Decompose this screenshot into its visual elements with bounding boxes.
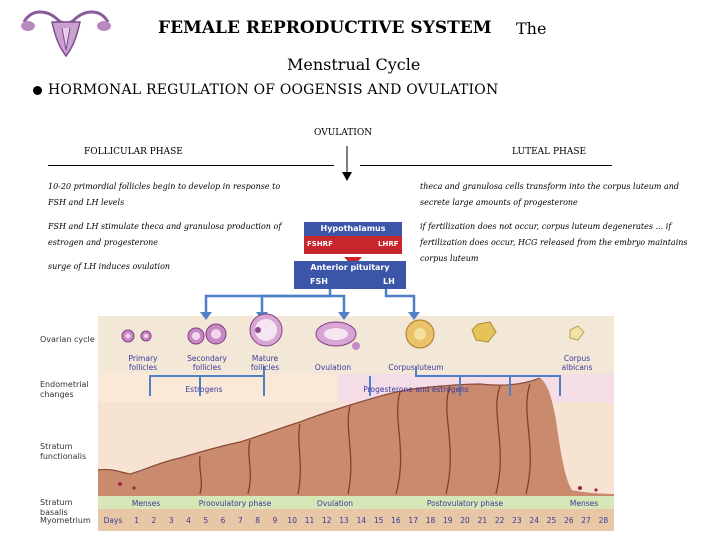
fshrf-label: FSHRF [307, 240, 333, 248]
follicular-phase-label: FOLLICULAR PHASE [84, 147, 183, 157]
endometrial-changes-label: Endometrial changes [40, 380, 89, 399]
day-number: 21 [477, 516, 488, 525]
follicle-illustrations [121, 313, 585, 350]
page-title-suffix: The [516, 19, 547, 38]
gonadotropin-box [294, 275, 406, 289]
luteal-phase-label: LUTEAL PHASE [512, 147, 587, 157]
stratum-functionalis-label: Stratum functionalis [40, 442, 87, 461]
note-fertilization: if fertilization does not occur, corpus … [420, 222, 688, 263]
myometrium-label: Myometrium [40, 516, 91, 525]
page-title-line2: Menstrual Cycle [287, 55, 421, 74]
anterior-pituitary-box: Anterior pituitary [294, 261, 406, 275]
stage-secondary-follicles: Secondary follicles [187, 354, 227, 372]
day-number: 25 [546, 516, 557, 525]
day-number: 9 [272, 516, 278, 525]
basal-phase-ovulation: Ovulation [316, 499, 354, 508]
day-number: 14 [356, 516, 367, 525]
day-number: 11 [304, 516, 315, 525]
day-number: 22 [494, 516, 505, 525]
hypothalamus-box: Hypothalamus [304, 222, 402, 236]
stage-mature-follicles: Mature follicles [250, 354, 280, 372]
day-number: 17 [408, 516, 418, 525]
lh-label: LH [383, 277, 395, 286]
day-number: 12 [322, 516, 332, 525]
fsh-label: FSH [310, 277, 328, 286]
day-number: 27 [581, 516, 591, 525]
day-number: 8 [255, 516, 261, 525]
note-follicle-development: 10-20 primordial follicles begin to deve… [48, 182, 281, 207]
follicular-divider [48, 165, 334, 166]
day-number: 16 [391, 516, 401, 525]
myometrium-band [98, 509, 614, 531]
stage-corpus-albicans: Corpus albicans [561, 354, 593, 372]
day-number: 19 [443, 516, 453, 525]
note-lh-surge: surge of LH induces ovulation [48, 262, 171, 271]
day-number: 3 [168, 516, 174, 525]
ovulation-arrow-icon [341, 146, 353, 182]
lhrf-label: LHRF [378, 240, 399, 248]
page-title: FEMALE REPRODUCTIVE SYSTEM [158, 18, 492, 38]
day-number: 7 [237, 516, 243, 525]
note-corpus-luteum: theca and granulosa cells transform into… [420, 182, 680, 207]
day-number: 18 [425, 516, 436, 525]
day-number: 6 [220, 516, 226, 525]
section-heading: HORMONAL REGULATION OF OOGENSIS AND OVUL… [48, 82, 499, 98]
day-number: 20 [460, 516, 470, 525]
day-number: 1 [134, 516, 140, 525]
estrogens-label: Estrogens [185, 385, 223, 394]
basal-phase-menses-1: Menses [131, 499, 161, 508]
stratum-basalis-label: Stratum basalis [40, 498, 73, 517]
day-number: 5 [203, 516, 209, 525]
basal-phase-band [98, 496, 614, 509]
day-number: 23 [512, 516, 522, 525]
day-number: 26 [564, 516, 574, 525]
day-number: 4 [186, 516, 191, 525]
luteal-divider [360, 165, 612, 166]
basal-phase-postovulatory: Postovulatory phase [426, 499, 504, 508]
progesterone-estrogens-label: Progesterone and estrogens [363, 385, 469, 394]
basal-phase-proovulatory: Proovulatory phase [198, 499, 272, 508]
day-number: 13 [339, 516, 349, 525]
day-number: 10 [287, 516, 297, 525]
basal-phase-menses-2: Menses [569, 499, 599, 508]
stage-ovulation: Ovulation [314, 363, 352, 372]
day-number: 28 [598, 516, 609, 525]
endometrium-tissue [98, 378, 614, 496]
day-number: 15 [373, 516, 384, 525]
day-number: 24 [529, 516, 539, 525]
stage-primary-follicles: Primary follicles [128, 354, 158, 372]
uterus-illustration-icon [18, 4, 114, 60]
ovulation-label: OVULATION [314, 128, 373, 138]
bullet-icon [33, 86, 42, 95]
days-label: Days [103, 516, 123, 525]
ovarian-cycle-label: Ovarian cycle [40, 335, 95, 344]
stage-corpus-luteum: Corpus luteum [388, 363, 444, 372]
endometrium-surface [97, 377, 541, 475]
day-number: 2 [151, 516, 157, 525]
note-fsh-lh-stimulation: FSH and LH stimulate theca and granulosa… [48, 222, 282, 247]
